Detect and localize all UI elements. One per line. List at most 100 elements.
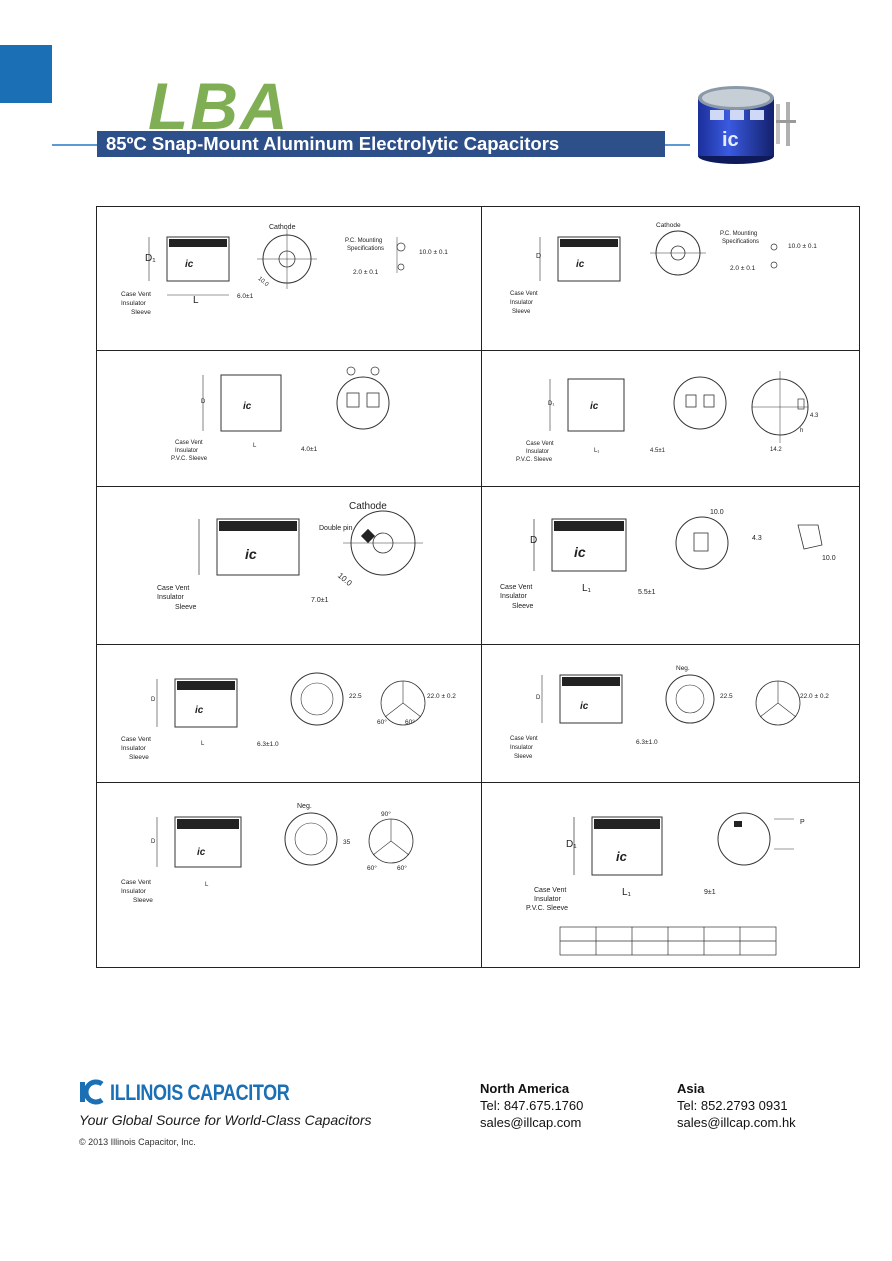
label-dim-10-6: 10.0: [710, 509, 724, 516]
svg-text:ic: ic: [576, 259, 585, 270]
svg-text:ic: ic: [722, 129, 739, 151]
label-insulator: Insulator: [121, 300, 146, 307]
contact-asia-heading: Asia: [677, 1081, 705, 1096]
label-dim-lead: 6.0±1: [237, 293, 254, 300]
drawing-cell-7: ic D L 6.3±1.0 22.5 22.0 ± 0.2 60° 60° C…: [97, 645, 482, 783]
drawing-cell-4: ic D₁ L₁ 4.5±1 4.3 14.2 h Case Vent Insu…: [482, 351, 859, 487]
label-sleeve-8: Sleeve: [514, 754, 533, 760]
label-pc-mounting: P.C. Mounting: [345, 238, 383, 244]
label-dim-p: P: [800, 819, 805, 826]
label-specifications: Specifications: [347, 246, 385, 252]
label-d1-10: D₁: [566, 839, 577, 850]
label-insulator-7: Insulator: [121, 745, 146, 752]
label-dim-pin-2: 2.0 ± 0.1: [730, 265, 756, 272]
label-specifications-2: Specifications: [722, 239, 760, 245]
label-case-vent-8: Case Vent: [510, 736, 538, 742]
contact-asia-tel: Tel: 852.2793 0931: [677, 1098, 788, 1113]
label-d1: D₁: [145, 253, 156, 264]
label-cathode: Cathode: [269, 224, 296, 231]
series-name: LBA: [148, 69, 290, 143]
contact-north-america: North America Tel: 847.675.1760 sales@il…: [480, 1080, 583, 1131]
label-sleeve-5: Sleeve: [175, 604, 197, 611]
drawing-cell-1: ic Cathode P.C. Mounting Specifications …: [97, 207, 482, 351]
label-sleeve-7: Sleeve: [129, 754, 149, 761]
label-double-pin: Double pin: [319, 525, 353, 532]
label-dim-lead-5: 7.0±1: [311, 597, 329, 604]
drawing-cell-10: ic D₁ L₁ 9±1 P Case Vent Insulator P.V.C…: [482, 783, 859, 967]
label-cathode-5: Cathode: [349, 501, 387, 512]
page-title: 85ºC Snap-Mount Aluminum Electrolytic Ca…: [97, 131, 665, 157]
label-neg-8: Neg.: [676, 665, 690, 672]
label-dim-lead-7: 6.3±1.0: [257, 741, 279, 748]
drawing-cell-5: ic Cathode Double pin 7.0±1 Case Vent In…: [97, 487, 482, 645]
label-case-vent: Case Vent: [121, 291, 151, 298]
label-l1-4: L₁: [594, 448, 600, 454]
label-case-vent-4: Case Vent: [526, 441, 554, 447]
label-neg-9: Neg.: [297, 803, 312, 810]
svg-text:ic: ic: [574, 544, 586, 560]
label-case-vent-6: Case Vent: [500, 584, 533, 591]
label-d-9: D: [151, 839, 156, 845]
label-insulator-10: Insulator: [534, 896, 561, 903]
label-dim-10-6b: 10.0: [822, 555, 836, 562]
footer-logo: ILLINOIS CAPACITOR: [78, 1078, 290, 1113]
label-sleeve: Sleeve: [131, 309, 151, 316]
drawing-cell-6: ic D L₁ 5.5±1 10.0 4.3 10.0 Case Vent In…: [482, 487, 859, 645]
label-dim-lead-4: 4.5±1: [650, 448, 665, 454]
contact-na-email[interactable]: sales@illcap.com: [480, 1115, 582, 1130]
label-insulator-6: Insulator: [500, 593, 527, 600]
label-dim-pitch: 10.0 ± 0.1: [419, 249, 448, 256]
footer-copyright: © 2013 Illinois Capacitor, Inc.: [79, 1137, 196, 1147]
label-dim-22-0-8: 22.0 ± 0.2: [800, 693, 829, 700]
label-dim-14-2: 14.2: [770, 447, 782, 453]
label-insulator-9: Insulator: [121, 888, 146, 895]
label-insulator-4: Insulator: [526, 449, 550, 455]
drawing-cell-2: ic Cathode P.C. Mounting Specifications …: [482, 207, 859, 351]
label-case-vent-2: Case Vent: [510, 291, 538, 297]
label-pvc-sleeve-4: P.V.C. Sleeve: [516, 457, 553, 463]
corner-block: [0, 45, 52, 103]
label-insulator-3: Insulator: [175, 448, 199, 454]
label-l-7: L: [201, 741, 205, 747]
label-dim-h: h: [800, 428, 804, 434]
label-dim-lead-10: 9±1: [704, 889, 716, 896]
label-dim-4-3-6: 4.3: [752, 535, 762, 542]
svg-text:ic: ic: [185, 259, 194, 270]
label-dim-22-0: 22.0 ± 0.2: [427, 693, 456, 700]
label-pvc-sleeve-10: P.V.C. Sleeve: [526, 905, 569, 912]
corner-dot: [44, 96, 51, 103]
svg-text:ic: ic: [195, 705, 204, 716]
svg-text:ic: ic: [580, 701, 589, 712]
contact-asia-email[interactable]: sales@illcap.com.hk: [677, 1115, 796, 1130]
svg-text:ic: ic: [243, 401, 252, 412]
label-d-2: D: [536, 253, 542, 260]
label-case-vent-9: Case Vent: [121, 879, 151, 886]
label-cathode-2: Cathode: [656, 222, 681, 229]
label-sleeve-9: Sleeve: [133, 897, 153, 904]
label-case-vent-7: Case Vent: [121, 736, 151, 743]
contact-na-tel: Tel: 847.675.1760: [480, 1098, 584, 1113]
label-dim-pin: 2.0 ± 0.1: [353, 269, 379, 276]
label-dim-4-3: 4.3: [810, 413, 819, 419]
capacitor-photo: ic: [698, 86, 796, 164]
label-d-7: D: [151, 697, 156, 703]
label-dim-22-5: 22.5: [349, 693, 362, 700]
drawing-cell-8: ic Neg. D 22.5 22.0 ± 0.2 6.3±1.0 Case V…: [482, 645, 859, 783]
label-dim-60b: 60°: [405, 719, 415, 726]
label-d-6: D: [530, 535, 538, 546]
label-l1-10: L₁: [622, 887, 631, 898]
label-l-9: L: [205, 882, 209, 888]
label-d-8: D: [536, 695, 541, 701]
svg-text:ic: ic: [245, 546, 257, 562]
label-dim-lead-8: 6.3±1.0: [636, 739, 658, 746]
footer-tagline: Your Global Source for World-Class Capac…: [79, 1112, 372, 1128]
label-case-vent-10: Case Vent: [534, 887, 567, 894]
label-pc-mounting-2: P.C. Mounting: [720, 231, 758, 237]
svg-text:ic: ic: [197, 847, 206, 858]
label-sleeve-2: Sleeve: [512, 309, 531, 315]
label-insulator-8: Insulator: [510, 745, 534, 751]
label-dim-90: 90°: [381, 811, 391, 818]
label-dim-pitch-2: 10.0 ± 0.1: [788, 243, 817, 250]
label-d-3: D: [201, 399, 206, 405]
label-insulator-5: Insulator: [157, 594, 184, 601]
